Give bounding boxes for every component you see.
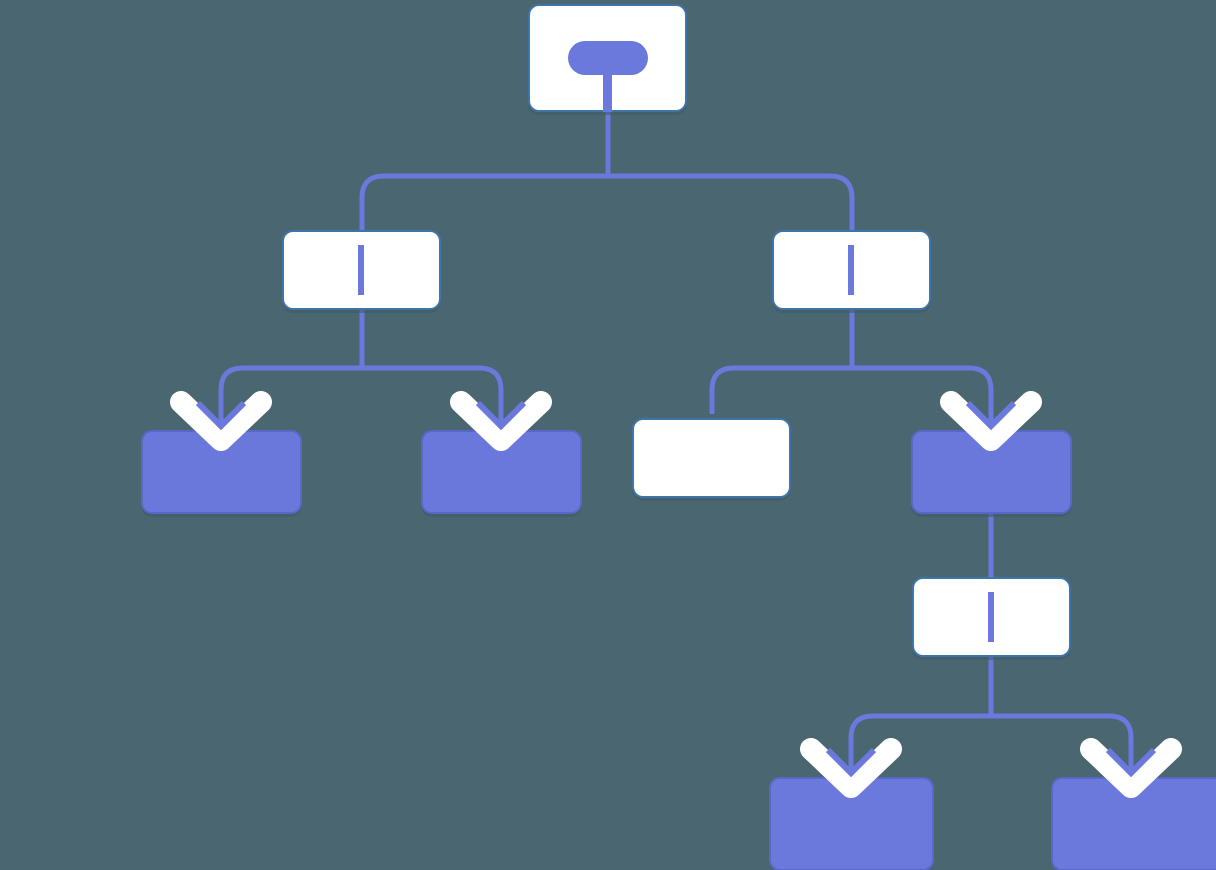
branch-node-right-connector-pass xyxy=(848,245,854,295)
terminal-node-white-box[interactable] xyxy=(632,418,791,498)
edge-left-to-leaf-one xyxy=(218,365,362,452)
edge-right-to-sub xyxy=(852,365,994,452)
root-node[interactable] xyxy=(528,4,687,112)
arrow-marker-leaf-four xyxy=(1091,749,1171,787)
edge-white-to-leaf-four xyxy=(991,713,1134,799)
edge-right-to-terminal xyxy=(709,365,852,414)
edge-root-to-left xyxy=(359,173,608,314)
terminal-node-white[interactable] xyxy=(632,418,791,498)
arrow-marker-sub-branch xyxy=(951,402,1031,440)
root-node-stem xyxy=(603,58,612,112)
branch-node-left-connector-pass xyxy=(358,245,364,295)
sub-branch-node-white[interactable] xyxy=(912,577,1071,657)
branch-node-right[interactable] xyxy=(772,230,931,310)
edge-white-to-leaf-three xyxy=(848,713,991,799)
arrow-marker-leaf-two xyxy=(461,402,541,440)
sub-branch-node-white-connector-pass xyxy=(988,592,994,642)
branch-node-left[interactable] xyxy=(282,230,441,310)
edge-left-to-leaf-two xyxy=(362,365,504,452)
arrow-marker-leaf-one xyxy=(181,402,261,440)
edge-root-to-right xyxy=(608,173,855,314)
arrow-marker-leaf-three xyxy=(811,749,891,787)
